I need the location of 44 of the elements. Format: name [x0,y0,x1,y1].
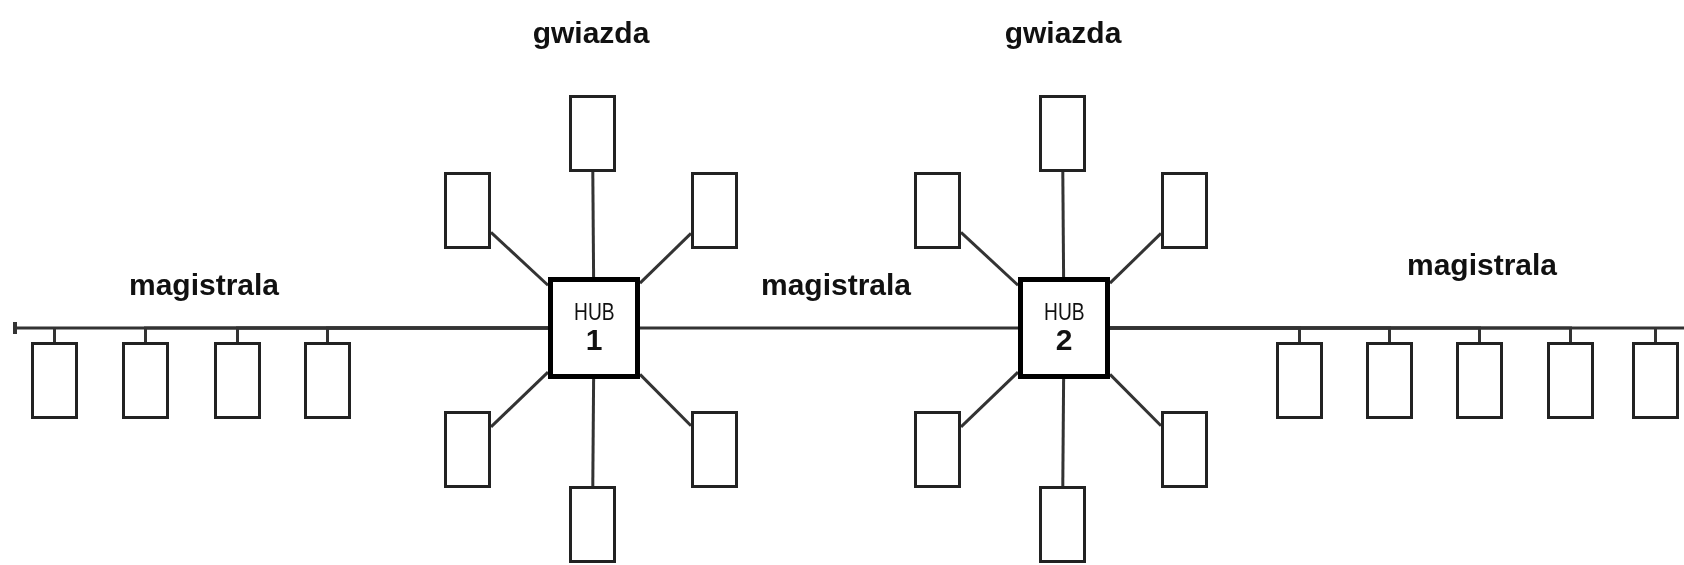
topology-label: gwiazda [532,18,650,48]
workstation-box [691,411,738,488]
connector-line [1110,326,1572,342]
connector-line [959,371,1020,428]
workstation-box [1039,486,1086,563]
connector-line [489,371,550,428]
workstation-box [214,342,261,419]
hub-label: HUB [573,300,615,325]
connector-line [638,373,693,427]
hub-box [1018,277,1110,379]
hub-number: 1 [585,324,603,356]
workstation-box [1456,342,1503,419]
topology-label: gwiazda [1004,18,1122,48]
workstation-box [304,342,351,419]
workstation-box [1547,342,1594,419]
workstation-box [31,342,78,419]
hub-label: HUB [1043,300,1085,325]
connector-line [960,231,1019,287]
hub-number: 2 [1055,324,1073,356]
workstation-box [914,411,961,488]
workstation-box [1161,411,1208,488]
connector-line [1061,379,1066,486]
connector-line [638,232,693,285]
workstation-box [122,342,169,419]
workstation-box [1632,342,1679,419]
workstation-box [1276,342,1323,419]
workstation-box [1366,342,1413,419]
connector-line [1108,232,1163,285]
connector-line [591,379,596,486]
bus-line [640,326,1018,330]
workstation-box [691,172,738,249]
workstation-box [444,411,491,488]
workstation-box [569,95,616,172]
workstation-box [569,486,616,563]
workstation-box [1161,172,1208,249]
connector-line [326,326,548,342]
workstation-box [914,172,961,249]
connector-line [1061,172,1066,277]
connector-line [490,231,549,287]
workstation-box [444,172,491,249]
workstation-box [1039,95,1086,172]
connector-line [1108,373,1163,427]
hub-box [548,277,640,379]
connector-line [591,172,596,277]
